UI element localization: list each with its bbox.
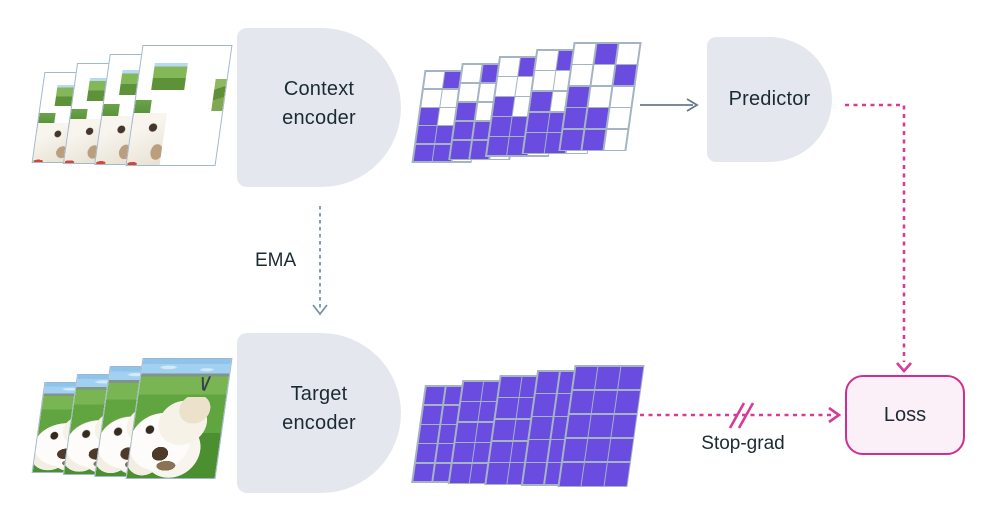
token-cell bbox=[489, 441, 512, 462]
predictor-block: Predictor bbox=[707, 37, 832, 162]
token-cell bbox=[449, 140, 472, 159]
target-encoder-block: Target encoder bbox=[237, 333, 401, 493]
token-cell bbox=[452, 121, 474, 140]
token-cell bbox=[594, 43, 618, 64]
token-cell bbox=[452, 443, 475, 462]
token-cell bbox=[413, 144, 434, 162]
token-cell bbox=[585, 438, 610, 462]
token-cell bbox=[486, 137, 509, 156]
token-cell bbox=[526, 112, 549, 132]
token-cell bbox=[415, 444, 437, 463]
loss-box: Loss bbox=[845, 375, 965, 455]
token-cell bbox=[592, 390, 617, 414]
token-cell bbox=[460, 381, 483, 401]
token-cell bbox=[529, 91, 552, 112]
token-cell bbox=[610, 86, 634, 107]
loss-label: Loss bbox=[883, 403, 927, 426]
token-cell bbox=[581, 462, 607, 486]
token-cell bbox=[492, 419, 515, 441]
token-cell bbox=[497, 57, 520, 76]
token-cell bbox=[565, 414, 591, 438]
predictor-label: Predictor bbox=[728, 88, 811, 110]
context-encoder-label-line2: encoder bbox=[282, 106, 356, 129]
token-cell bbox=[492, 97, 515, 116]
token-cell bbox=[604, 462, 630, 486]
dog-figure bbox=[125, 397, 220, 479]
token-cell bbox=[420, 89, 442, 107]
token-cell bbox=[569, 390, 594, 414]
target-encoder-label-line2: encoder bbox=[282, 412, 356, 434]
context-encoder-label-line1: Context bbox=[283, 77, 355, 100]
token-cell bbox=[614, 390, 640, 414]
token-cell bbox=[611, 414, 637, 438]
token-cell bbox=[415, 126, 437, 144]
token-cell bbox=[559, 462, 584, 486]
token-cell bbox=[591, 65, 615, 85]
target-encoder-label-line1: Target bbox=[290, 383, 348, 405]
token-cell bbox=[562, 438, 588, 462]
token-cell bbox=[457, 83, 480, 102]
stop-grad-dashed-arrow bbox=[640, 402, 842, 429]
dog-patch bbox=[126, 112, 168, 165]
token-cell bbox=[458, 402, 481, 421]
grid-to-predictor-arrow bbox=[640, 98, 699, 112]
video-frame bbox=[125, 358, 233, 479]
token-cell bbox=[607, 108, 631, 128]
token-cell bbox=[595, 366, 621, 390]
token-cell bbox=[572, 366, 598, 390]
token-cell bbox=[613, 65, 637, 85]
token-cell bbox=[489, 117, 512, 136]
token-cell bbox=[534, 50, 558, 70]
token-cell bbox=[495, 77, 517, 96]
stop-grad-slashes bbox=[728, 402, 755, 429]
token-cell bbox=[423, 386, 445, 405]
token-cell bbox=[563, 108, 587, 128]
token-cell bbox=[418, 108, 439, 125]
token-cell bbox=[560, 129, 584, 150]
token-cell bbox=[608, 438, 633, 462]
token-cell bbox=[460, 64, 482, 83]
token-cell bbox=[569, 65, 593, 85]
token-cell bbox=[588, 414, 614, 438]
token-cell bbox=[572, 43, 596, 64]
token-cell bbox=[522, 463, 547, 485]
token-cell bbox=[412, 463, 434, 482]
token-cell bbox=[616, 43, 640, 64]
token-cell bbox=[588, 86, 612, 107]
token-cell bbox=[582, 129, 606, 150]
ema-label: EMA bbox=[255, 250, 297, 271]
token-cell bbox=[604, 129, 628, 150]
token-cell bbox=[566, 86, 590, 107]
context-encoder-block: Context encoder bbox=[237, 28, 401, 187]
token-cell bbox=[449, 463, 472, 483]
token-cell bbox=[485, 463, 509, 484]
token-cell bbox=[528, 417, 553, 439]
token-cell bbox=[420, 405, 443, 424]
stop-grad-label: Stop-grad bbox=[701, 433, 785, 454]
token-cell bbox=[585, 108, 609, 128]
token-cell bbox=[523, 133, 547, 153]
token-cell bbox=[498, 376, 522, 397]
token-cell bbox=[532, 394, 556, 416]
token-cell bbox=[535, 371, 560, 393]
token-cell bbox=[418, 425, 440, 443]
token-cell bbox=[455, 422, 478, 442]
token-cell bbox=[495, 398, 518, 419]
grass-patch bbox=[151, 62, 188, 91]
ema-dashed-arrow bbox=[312, 206, 328, 316]
token-cell bbox=[423, 71, 444, 89]
token-cell bbox=[532, 71, 555, 91]
token-cell bbox=[618, 366, 643, 390]
token-cell bbox=[455, 102, 477, 121]
token-cell bbox=[525, 440, 550, 462]
masked-video-frame bbox=[125, 45, 233, 166]
predictor-to-loss-dashed-arrow bbox=[845, 103, 912, 373]
